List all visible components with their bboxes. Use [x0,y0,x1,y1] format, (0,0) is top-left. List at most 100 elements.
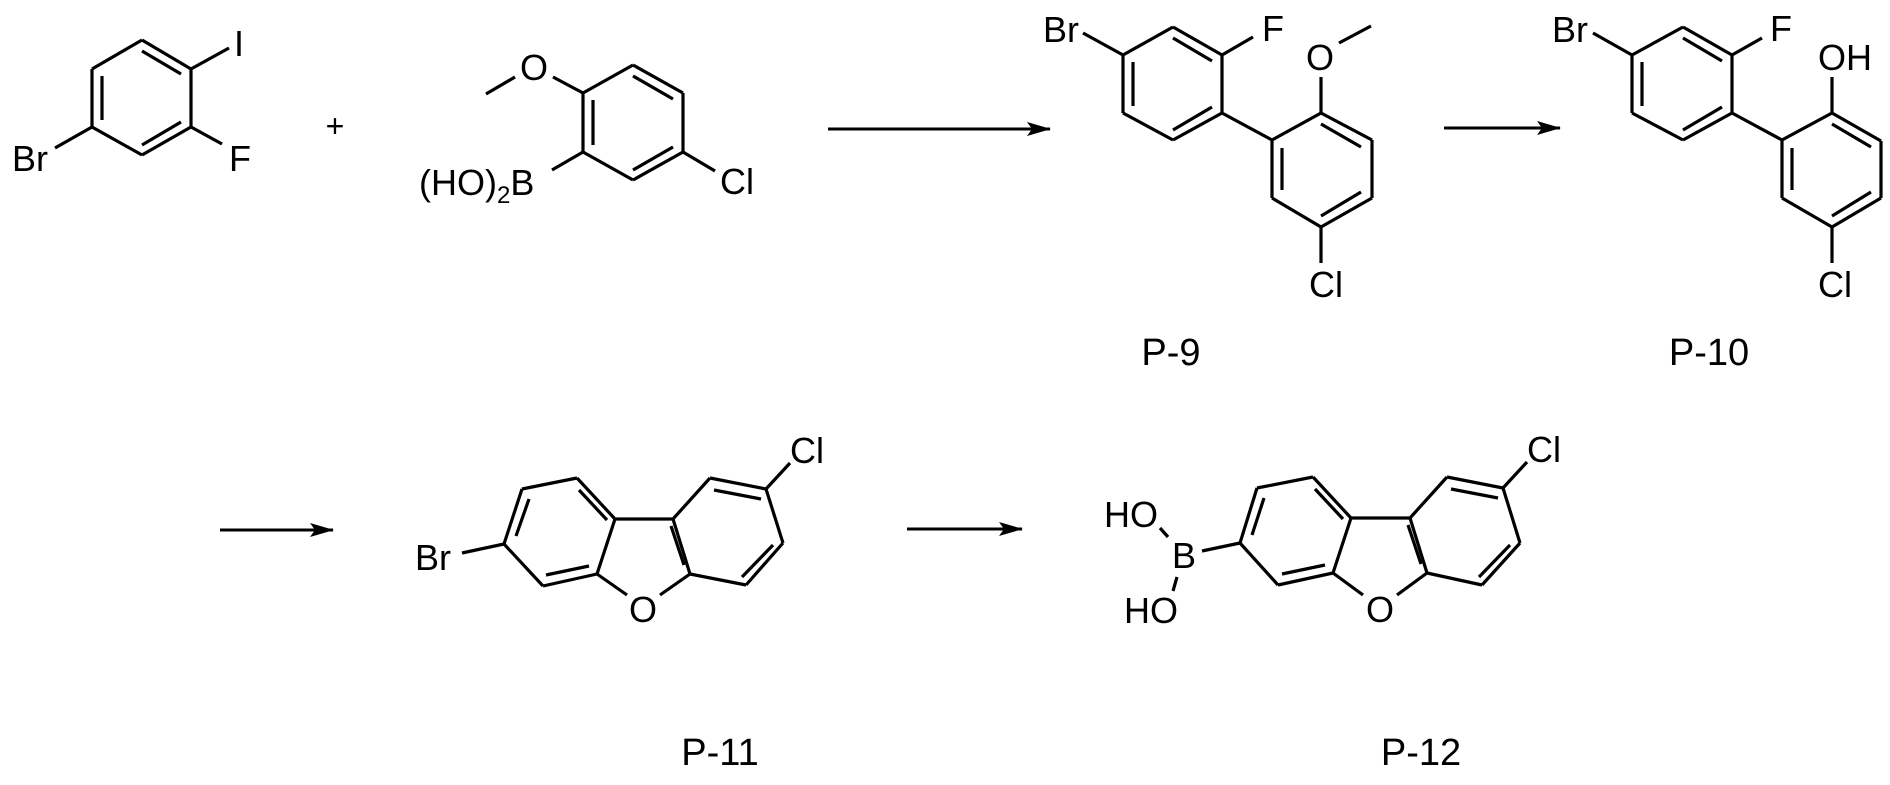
bond [1426,571,1483,587]
bond [1320,111,1373,142]
bond [682,150,716,173]
bond [1332,571,1364,597]
double-bond-line [577,488,609,522]
bond [1446,475,1504,490]
bond [1501,487,1522,544]
bond [1501,460,1529,490]
double-bond-line [514,498,531,537]
bond [1408,517,1429,574]
bond [502,488,524,545]
compound-label: P-12 [1381,732,1461,774]
double-bond-line [1450,487,1499,500]
atom-label: Cl [790,430,824,471]
bond [54,125,93,150]
double-bond-line [141,120,182,147]
double-bond-line [1250,497,1266,536]
bond [141,125,192,157]
atom-label: F [1262,8,1284,49]
bond [1221,111,1273,142]
double-bond-line [1313,487,1345,521]
compound-label: P-10 [1669,332,1749,374]
bond [1238,487,1259,544]
atom-label: I [234,23,244,64]
double-bond-line [1682,36,1723,63]
double-bond-line [740,543,775,579]
bond [1781,196,1833,229]
atom-label: Cl [1309,264,1343,305]
bond [1631,25,1684,57]
double-bond-line [669,525,686,566]
bond [582,150,634,182]
bond [764,461,792,491]
bond [689,572,747,587]
atom-label: Cl [1818,264,1852,305]
atom-label: HO [1124,590,1178,631]
bond [764,488,785,544]
bond [632,63,684,95]
bond [1480,541,1522,587]
atom-label: O [520,47,548,88]
double-bond-line [1831,190,1872,218]
double-bond-line [1320,190,1362,218]
double-bond-line [1477,543,1512,579]
atom-label: F [229,138,251,179]
bond [671,476,712,521]
bond [1311,475,1353,520]
bond [1631,111,1684,142]
bond [542,572,598,588]
bond [1221,35,1254,57]
atom-label: F [1770,8,1792,49]
atom-label: Cl [1527,429,1561,470]
bond [1396,571,1428,597]
bond [521,476,578,491]
bond [551,150,584,172]
bond [1271,111,1322,142]
atom-label: O [1366,589,1394,630]
bond [1331,517,1353,574]
double-bond-line [1406,524,1423,565]
bond [1682,111,1733,142]
bond [1172,25,1223,57]
bond [709,476,767,491]
bond [595,518,617,575]
bond [1271,196,1322,229]
bond [1158,526,1170,539]
bond [596,572,628,597]
bond [1122,111,1174,142]
double-bond-line [1172,105,1213,132]
atom-label: HO [1104,494,1158,535]
bond [671,518,692,575]
bond [91,38,143,71]
double-bond-line [1682,105,1723,132]
double-bond-line [632,145,674,172]
bond [1781,111,1833,142]
bond [1338,24,1372,45]
double-bond-line [545,564,590,577]
bond [582,63,634,95]
double-bond-line [1172,36,1213,63]
bond [1201,541,1241,553]
bond [1256,475,1314,490]
bond [1172,111,1223,142]
bond [1238,541,1280,587]
atom-label: Br [1552,9,1588,50]
bond [91,125,143,157]
atom-label: OH [1818,37,1872,78]
bond [659,572,691,597]
bond [1731,36,1763,57]
bond [502,542,545,588]
boronic-acid-label: (HO)2B [419,162,534,209]
double-bond-line [1281,563,1326,576]
double-bond-line [632,74,674,101]
bond [1831,196,1882,229]
bond [1731,111,1783,142]
bond [1082,31,1124,57]
bond [485,75,516,96]
reaction-arrows [220,121,1561,537]
